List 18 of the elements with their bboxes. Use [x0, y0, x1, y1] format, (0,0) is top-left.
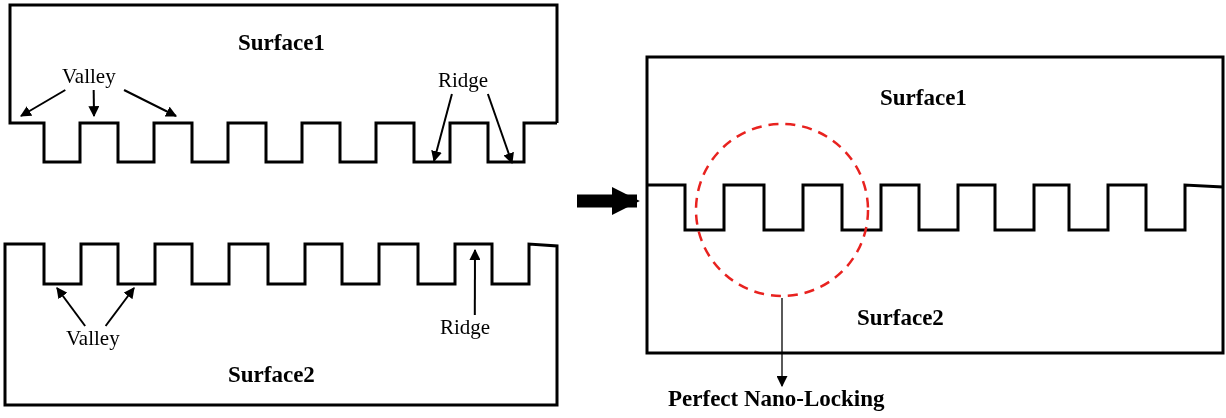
leader-arrow — [20, 89, 67, 117]
leader-arrow — [56, 287, 87, 327]
surface-label: Surface2 — [857, 305, 944, 331]
leader-arrow — [88, 89, 100, 118]
leader-arrow — [104, 287, 135, 327]
leader-arrow — [469, 248, 481, 316]
callout-label: Valley — [66, 326, 120, 351]
surface-label: Surface1 — [238, 30, 325, 56]
callout-label: Ridge — [438, 68, 489, 93]
caption-label: Perfect Nano-Locking — [668, 386, 885, 412]
leader-arrow — [123, 89, 177, 117]
callout-label: Ridge — [440, 315, 491, 340]
surface-label: Surface2 — [228, 362, 315, 388]
leader-arrow — [431, 93, 453, 163]
block-arrow — [577, 187, 640, 215]
surface-label: Surface1 — [880, 85, 967, 111]
callout-label: Valley — [62, 64, 116, 89]
leader-arrow — [776, 297, 788, 388]
